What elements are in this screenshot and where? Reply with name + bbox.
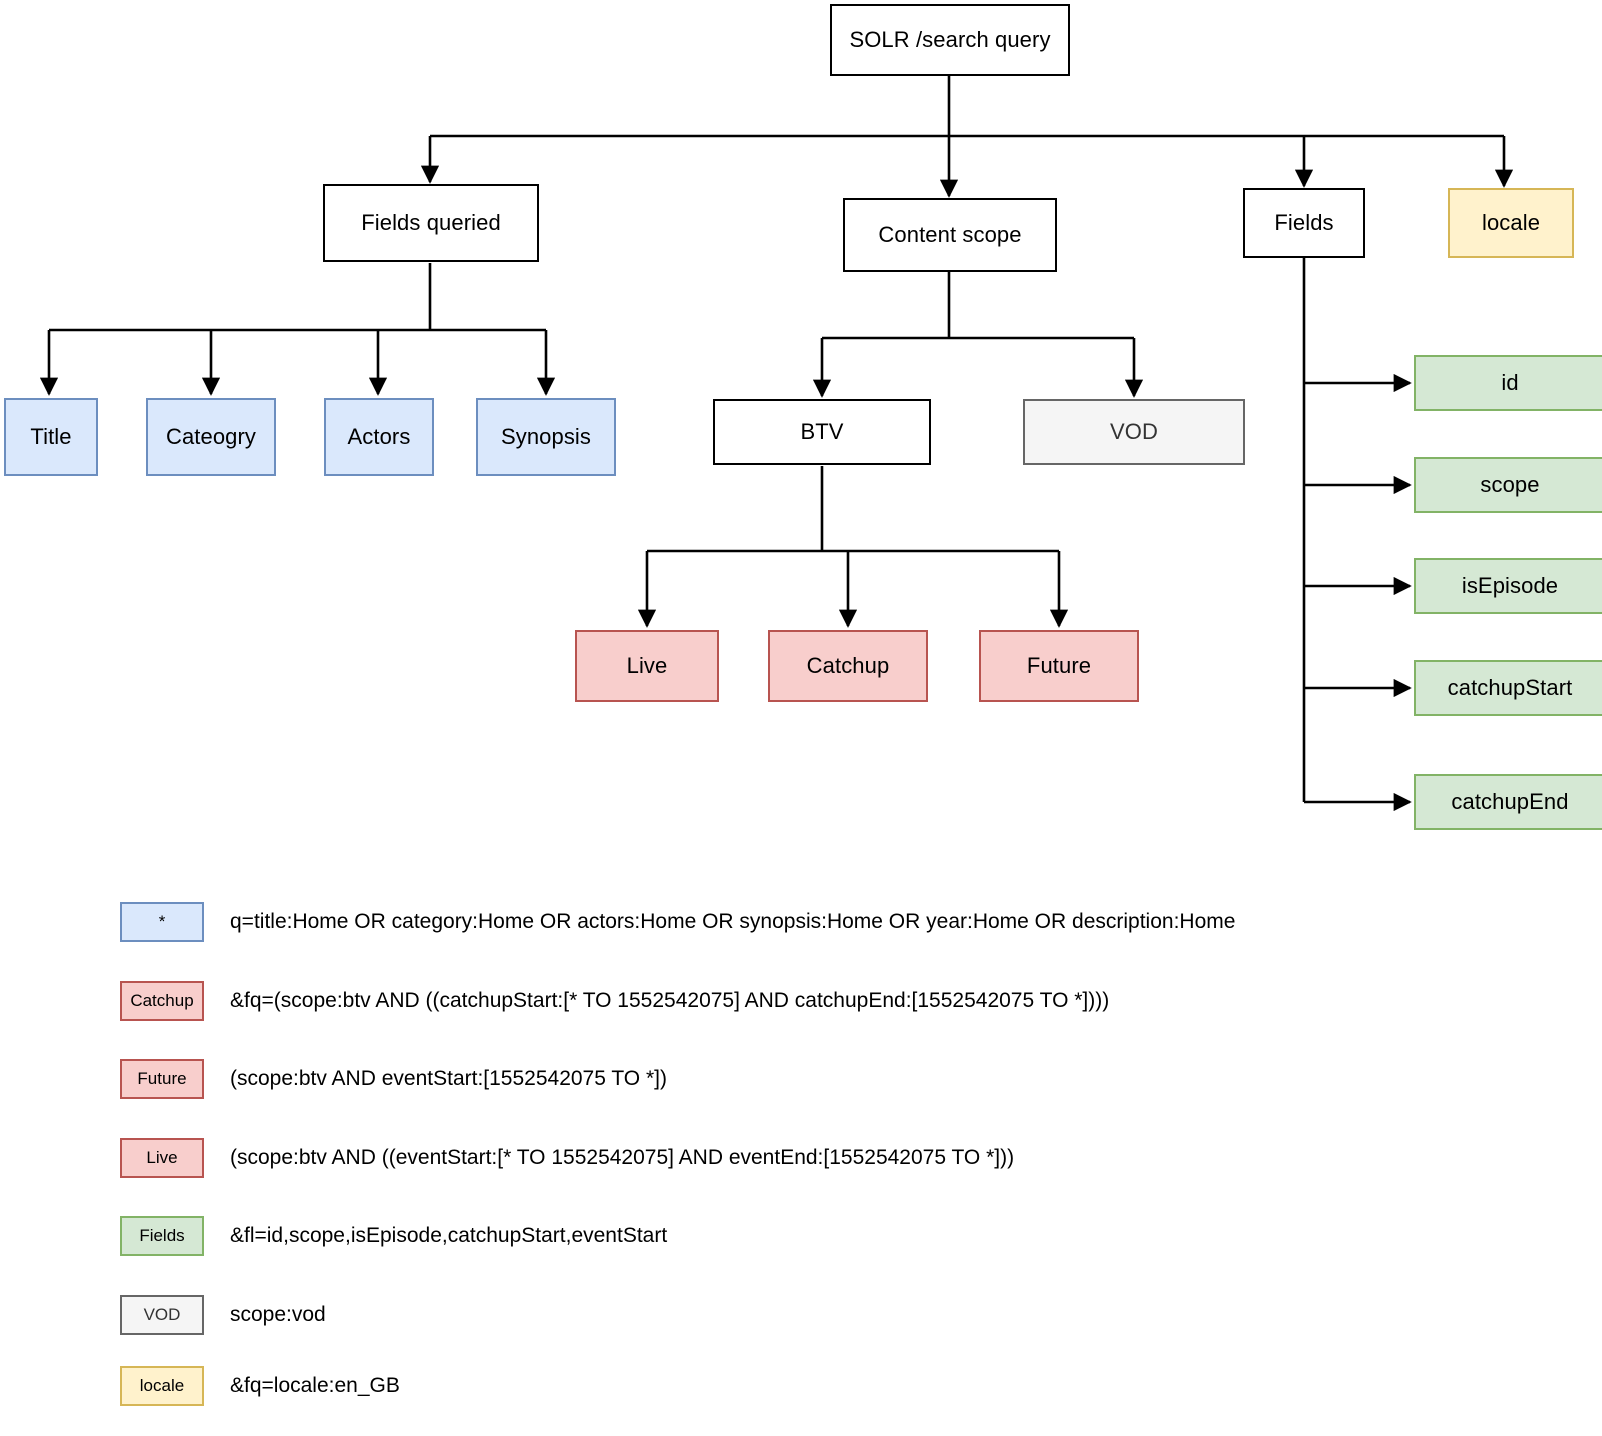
legend-text-fields: &fl=id,scope,isEpisode,catchupStart,even… [230,1224,668,1247]
legend-swatch-label: Future [137,1069,187,1088]
node-root-label: SOLR /search query [849,26,1051,52]
legend-row: Fields &fl=id,scope,isEpisode,catchupSta… [120,1214,667,1258]
node-field-id-label: id [1501,369,1519,395]
legend-swatch-label: * [158,912,166,931]
legend-row: Future (scope:btv AND eventStart:[155254… [120,1057,667,1101]
node-field-isepisode-label: isEpisode [1461,572,1559,598]
legend-text-vod: scope:vod [230,1303,326,1326]
node-field-scope-label: scope [1480,471,1540,497]
legend-swatch-live: Live [120,1138,204,1178]
legend-row: * q=title:Home OR category:Home OR actor… [120,900,1235,944]
legend-text-future: (scope:btv AND eventStart:[1552542075 TO… [230,1067,667,1090]
node-field-catchupstart-label: catchupStart [1447,674,1573,700]
legend-swatch-catchup: Catchup [120,981,204,1021]
legend-row: locale &fq=locale:en_GB [120,1364,400,1408]
legend-text-star: q=title:Home OR category:Home OR actors:… [230,910,1236,933]
legend-swatch-label: locale [139,1376,185,1395]
legend-swatch-locale: locale [120,1366,204,1406]
legend-text-live: (scope:btv AND ((eventStart:[* TO 155254… [230,1146,1015,1169]
node-live-label: Live [626,652,668,678]
node-synopsis[interactable]: Synopsis [476,398,616,476]
legend-swatch-future: Future [120,1059,204,1099]
node-locale-label: locale [1481,209,1541,235]
legend-row: VOD scope:vod [120,1293,326,1337]
node-future-label: Future [1026,652,1092,678]
legend-row: Catchup &fq=(scope:btv AND ((catchupStar… [120,979,1109,1023]
node-field-catchupend-label: catchupEnd [1451,788,1569,814]
node-catchup[interactable]: Catchup [768,630,928,702]
node-cateogry-label: Cateogry [165,423,257,449]
node-field-id[interactable]: id [1414,355,1602,411]
node-btv-label: BTV [800,418,844,444]
node-synopsis-label: Synopsis [500,423,592,449]
legend-row: Live (scope:btv AND ((eventStart:[* TO 1… [120,1136,1014,1180]
legend-text-locale: &fq=locale:en_GB [230,1374,400,1397]
node-cateogry[interactable]: Cateogry [146,398,276,476]
node-future[interactable]: Future [979,630,1139,702]
node-content-scope[interactable]: Content scope [843,198,1057,272]
node-live[interactable]: Live [575,630,719,702]
node-title[interactable]: Title [4,398,98,476]
legend-swatch-fields: Fields [120,1216,204,1256]
node-actors[interactable]: Actors [324,398,434,476]
node-content-scope-label: Content scope [878,221,1022,247]
node-fields[interactable]: Fields [1243,188,1365,258]
node-catchup-label: Catchup [806,652,890,678]
node-field-scope[interactable]: scope [1414,457,1602,513]
legend-swatch-vod: VOD [120,1295,204,1335]
node-btv[interactable]: BTV [713,399,931,465]
node-title-label: Title [30,423,72,449]
legend-swatch-label: VOD [143,1305,181,1324]
node-fields-queried[interactable]: Fields queried [323,184,539,262]
node-field-isepisode[interactable]: isEpisode [1414,558,1602,614]
legend-swatch-label: Fields [139,1226,185,1245]
node-field-catchupstart[interactable]: catchupStart [1414,660,1602,716]
legend-swatch-label: Catchup [130,991,194,1010]
node-locale[interactable]: locale [1448,188,1574,258]
node-root[interactable]: SOLR /search query [830,4,1070,76]
legend-text-catchup: &fq=(scope:btv AND ((catchupStart:[* TO … [230,989,1110,1012]
legend-swatch-star: * [120,902,204,942]
node-actors-label: Actors [347,423,411,449]
node-vod[interactable]: VOD [1023,399,1245,465]
node-field-catchupend[interactable]: catchupEnd [1414,774,1602,830]
legend-swatch-label: Live [146,1148,178,1167]
node-fields-label: Fields [1274,209,1334,235]
node-fields-queried-label: Fields queried [361,209,501,235]
node-vod-label: VOD [1110,418,1158,444]
